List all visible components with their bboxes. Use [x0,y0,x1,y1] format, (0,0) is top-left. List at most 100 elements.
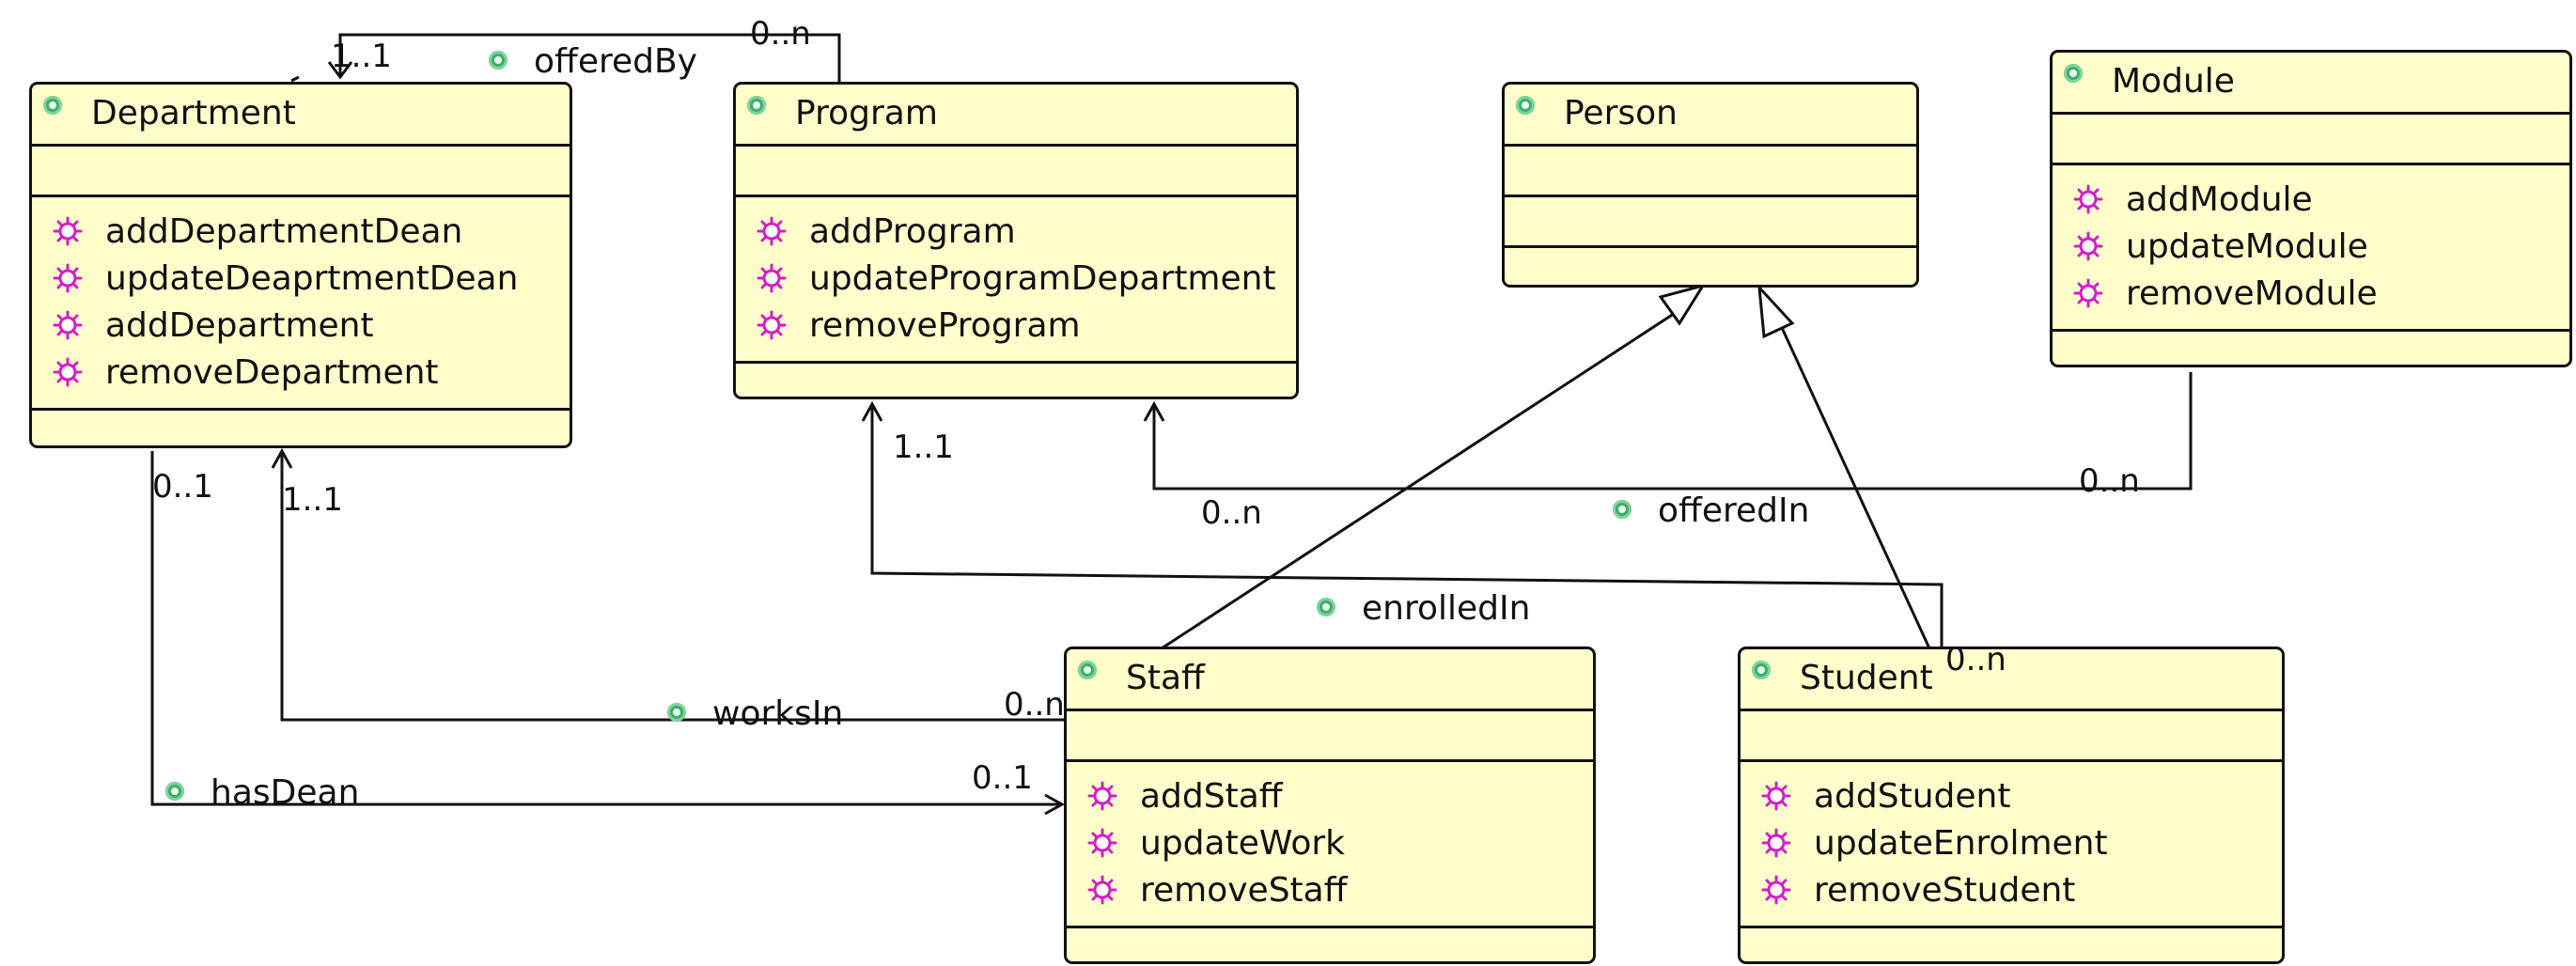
attributes-compartment [736,147,1296,197]
class-icon [1078,661,1097,679]
worksIn-arrowhead [271,447,293,469]
operation-name: updateDeaprtmentDean [105,259,519,298]
worksIn-line [280,453,1066,722]
multiplicity-offeredBy-source: 0..n [750,15,811,53]
operation-icon [2073,278,2103,308]
operation-name: addDepartment [105,306,374,345]
operation-name: addDepartmentDean [105,212,463,251]
operations-compartment: addStudent updateEnrolment removeStudent [1741,762,2282,928]
multiplicity-worksIn-target: 1..1 [282,481,343,519]
operation-name: addStaff [1140,777,1283,816]
operation-row[interactable]: removeStudent [1741,867,2282,914]
operation-row[interactable]: updateDeaprtmentDean [32,256,570,303]
operation-row[interactable]: updateModule [2053,224,2569,271]
operation-name: addModule [2126,180,2313,219]
operation-name: updateWork [1140,824,1346,863]
class-name: Person [1564,94,1678,132]
offeredBy-arrowhead [327,61,353,80]
multiplicity-enrolledIn-source: 0..n [1945,641,2006,678]
operation-row[interactable]: addProgram [736,209,1296,256]
operation-name: updateModule [2126,227,2368,266]
association-icon [1613,500,1631,519]
operation-icon [757,263,787,293]
operation-name: removeModule [2126,274,2378,313]
class-header: Student [1741,649,2282,711]
operation-row[interactable]: updateEnrolment [1741,820,2282,867]
class-module[interactable]: Module addModule updateModule removeModule [2050,50,2572,367]
operation-icon [1087,781,1117,811]
class-staff[interactable]: Staff addStaff updateWork removeStaff [1064,647,1596,964]
hasDean-line [150,451,1060,806]
class-name: Staff [1126,659,1205,697]
operation-icon [1761,781,1791,811]
staff-generalization-triangle [1658,283,1707,326]
staff-generalization-line [1161,308,1680,650]
association-name: hasDean [211,773,360,812]
operation-row[interactable]: removeModule [2053,271,2569,318]
multiplicity-offeredBy-target: 1..1 [331,38,392,75]
class-student[interactable]: Student addStudent updateEnrolment removeS… [1738,647,2285,964]
operation-row[interactable]: addModule [2053,177,2569,224]
multiplicity-hasDean-source: 0..1 [152,468,213,506]
class-icon [1752,661,1771,679]
class-department[interactable]: Department addDepartmentDean updateDeaprt… [29,82,572,448]
operation-icon [53,357,83,387]
class-icon [747,96,766,115]
operation-name: removeStudent [1814,871,2076,910]
operations-compartment: addModule updateModule removeModule [2053,165,2569,332]
operation-name: updateProgramDepartment [809,259,1276,298]
operation-icon [1761,875,1791,905]
operation-icon [2073,184,2103,214]
class-name: Department [91,94,296,132]
operation-name: removeDepartment [105,353,439,392]
operations-compartment: addDepartmentDean updateDeaprtmentDean add… [32,197,570,411]
operation-row[interactable]: updateWork [1067,820,1593,867]
operation-row[interactable]: removeProgram [736,303,1296,350]
operation-icon [1761,828,1791,858]
operation-icon [757,216,787,246]
class-header: Module [2053,53,2569,115]
association-name: offeredBy [534,42,697,81]
operation-icon [53,310,83,340]
multiplicity-hasDean-target: 0..1 [972,759,1033,797]
operation-row[interactable]: addStaff [1067,773,1593,820]
multiplicity-enrolledIn-target: 1..1 [893,428,954,466]
class-icon [2064,64,2083,83]
association-icon [667,703,686,722]
enrolledIn-line [870,406,1944,648]
class-header: Person [1505,85,1916,147]
class-person[interactable]: Person [1502,82,1919,288]
class-header: Program [736,85,1296,147]
operation-icon [757,310,787,340]
operation-row[interactable]: removeStaff [1067,867,1593,914]
offeredBy-stub [290,75,300,83]
operation-row[interactable]: addDepartmentDean [32,209,570,256]
association-icon [1317,598,1335,616]
operation-row[interactable]: addStudent [1741,773,2282,820]
operation-name: updateEnrolment [1814,824,2108,863]
attributes-compartment [2053,115,2569,165]
operation-icon [53,216,83,246]
hasDean-arrowhead [1044,793,1066,816]
class-name: Student [1800,659,1933,697]
operation-row[interactable]: removeDepartment [32,350,570,397]
operation-row[interactable]: updateProgramDepartment [736,256,1296,303]
operation-name: removeStaff [1140,871,1348,910]
class-icon [43,96,62,115]
offeredBy-line [338,33,841,82]
operations-compartment: addStaff updateWork removeStaff [1067,762,1593,928]
attributes-compartment [1741,711,2282,762]
offeredIn-arrowhead [1143,400,1165,422]
operation-name: addStudent [1814,777,2011,816]
class-icon [1516,96,1535,115]
association-name: enrolledIn [1362,589,1531,628]
operation-row[interactable]: addDepartment [32,303,570,350]
student-generalization-line [1776,319,1931,649]
attributes-compartment [1067,711,1593,762]
multiplicity-offeredIn-target: 0..n [1201,494,1262,532]
class-name: Program [795,94,938,132]
